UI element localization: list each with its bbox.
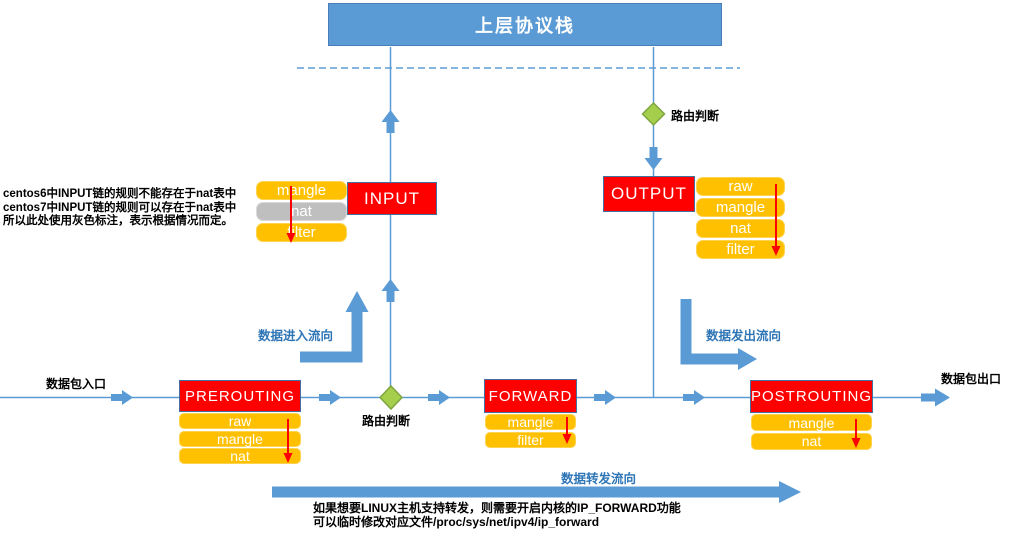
flow-in-label: 数据进入流向 (258, 329, 334, 343)
packet-out-label: 数据包出口 (941, 372, 1002, 386)
right-arrow-icon (428, 390, 450, 405)
table-mangle: mangle (485, 414, 576, 430)
table-mangle: mangle (179, 430, 301, 447)
up-arrow-icon (381, 110, 400, 133)
ip-forward-note-line-2: 可以临时修改对应文件/proc/sys/net/ipv4/ip_forward (313, 515, 600, 529)
exit-arrow-icon (921, 388, 950, 407)
packet-in-label: 数据包入口 (46, 377, 107, 391)
protocol-stack-label: 上层协议栈 (475, 15, 575, 36)
routing-decision-top-label: 路由判断 (671, 109, 720, 123)
centos-note-line-2: centos7中INPUT链的规则可以存在于nat表中 (3, 201, 237, 214)
postrouting-chain-label: POSTROUTING (751, 388, 873, 405)
ip-forward-note: 如果想要LINUX主机支持转发，则需要开启内核的IP_FORWARD功能 可以临… (313, 501, 681, 529)
forward-flow-arrowhead-icon (779, 481, 801, 503)
output-table-stack: raw mangle nat filter (696, 177, 785, 259)
output-chain-label: OUTPUT (611, 184, 687, 203)
table-filter: filter (696, 240, 785, 259)
table-mangle: mangle (751, 414, 872, 431)
flow-out-label: 数据发出流向 (706, 329, 782, 343)
flow-out-arrowhead-icon (738, 348, 757, 370)
postrouting-table-stack: mangle nat (751, 414, 872, 450)
prerouting-chain-box: PREROUTING (179, 380, 301, 412)
forward-table-stack: mangle filter (485, 414, 576, 448)
protocol-stack-box: 上层协议栈 (328, 3, 722, 46)
prerouting-chain-label: PREROUTING (184, 387, 295, 405)
input-chain-box: INPUT (347, 182, 437, 215)
table-mangle: mangle (256, 181, 347, 200)
forward-chain-box: FORWARD (484, 379, 577, 413)
right-arrow-icon (683, 390, 705, 405)
prerouting-table-stack: raw mangle nat (179, 413, 301, 464)
right-arrow-icon (319, 390, 341, 405)
ip-forward-note-line-1: 如果想要LINUX主机支持转发，则需要开启内核的IP_FORWARD功能 (313, 501, 681, 515)
table-mangle: mangle (696, 198, 785, 217)
right-arrow-icon (111, 390, 133, 405)
table-filter: filter (485, 431, 576, 448)
table-nat: nat (696, 219, 785, 238)
right-arrow-icon (594, 390, 616, 405)
centos-note: centos6中INPUT链的规则不能存在于nat表中 centos7中INPU… (3, 188, 236, 229)
centos-note-line-1: centos6中INPUT链的规则不能存在于nat表中 (3, 188, 237, 200)
input-table-stack: mangle nat filter (256, 181, 347, 242)
up-arrow-icon (381, 279, 400, 302)
output-chain-box: OUTPUT (603, 176, 695, 212)
postrouting-chain-box: POSTROUTING (750, 380, 873, 413)
table-nat: nat (179, 448, 301, 464)
forward-chain-label: FORWARD (488, 387, 573, 405)
centos-note-line-3: 所以此处使用灰色标注，表示根据情况而定。 (3, 215, 233, 227)
table-raw: raw (179, 413, 301, 429)
routing-decision-diamond-icon (641, 101, 666, 127)
flow-in-arrowhead-icon (345, 291, 369, 312)
flow-forward-label: 数据转发流向 (561, 472, 637, 486)
table-filter: filter (256, 223, 347, 242)
table-nat: nat (751, 432, 872, 450)
input-chain-label: INPUT (364, 188, 420, 208)
routing-decision-mid-label: 路由判断 (362, 414, 411, 428)
routing-decision-diamond-icon (378, 384, 404, 411)
table-nat: nat (256, 202, 347, 221)
down-arrow-icon (644, 147, 663, 170)
table-raw: raw (696, 177, 785, 196)
